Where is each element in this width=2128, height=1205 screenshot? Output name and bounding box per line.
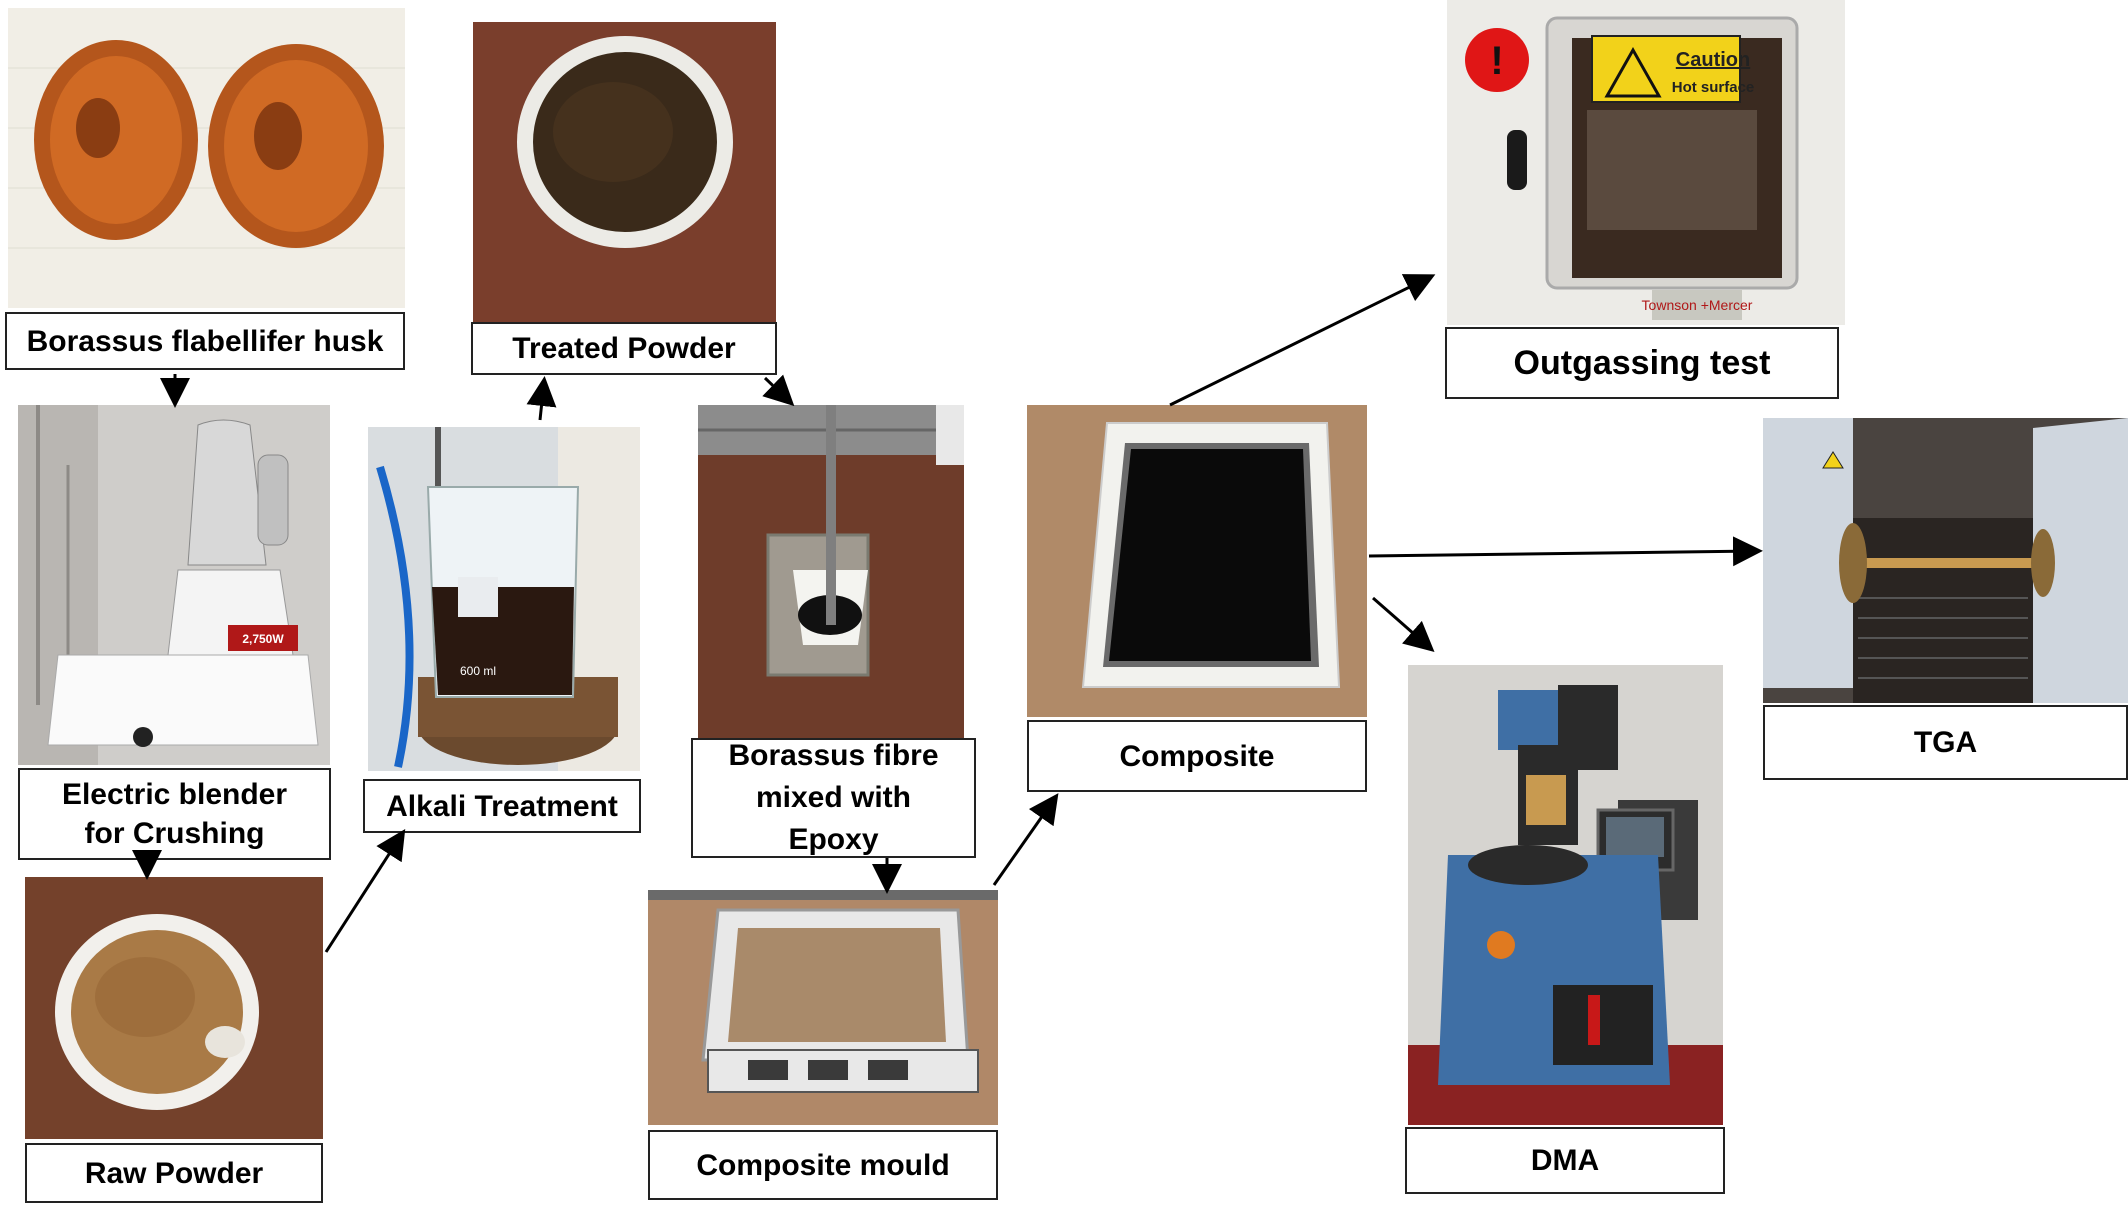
composite-photo [1027, 405, 1367, 717]
arrow-treated-to-mix [762, 374, 795, 407]
dma-label: DMA [1405, 1127, 1725, 1194]
raw-powder-label: Raw Powder [25, 1143, 323, 1203]
blender-photo: 2,750W [18, 405, 330, 765]
raw-powder-photo [25, 877, 323, 1139]
blender-badge-text: 2,750W [242, 632, 284, 646]
brand-text: Townson +Mercer [1642, 297, 1753, 313]
arrow-raw-to-alkali [324, 828, 406, 953]
composite-label: Composite [1027, 720, 1367, 792]
tga-photo [1763, 418, 2128, 703]
outgassing-photo: ! Caution Hot surface Townson +Mercer [1447, 0, 1845, 325]
composite-mould-photo [648, 890, 998, 1125]
blender-label: Electric blender for Crushing [18, 768, 331, 860]
caution-sign-text: Caution [1676, 49, 1750, 71]
arrow-alkali-to-treated [526, 376, 557, 421]
alkali-label: Alkali Treatment [363, 779, 641, 833]
alkali-photo: 600 ml [368, 427, 640, 771]
arrow-mould-to-composite [992, 793, 1059, 886]
hot-surface-text: Hot surface [1672, 79, 1755, 96]
treated-powder-photo [473, 22, 776, 322]
svg-text:!: ! [1490, 39, 1503, 83]
outgassing-label: Outgassing test [1445, 327, 1839, 399]
treated-powder-label: Treated Powder [471, 322, 777, 375]
husk-label: Borassus flabellifer husk [5, 312, 405, 370]
composite-mould-label: Composite mould [648, 1130, 998, 1200]
husk-photo [8, 8, 405, 308]
epoxy-mix-label: Borassus fibre mixed with Epoxy [691, 738, 976, 858]
arrow-composite-to-dma [1372, 596, 1435, 652]
epoxy-mix-photo [698, 405, 964, 740]
arrow-composite-to-tga [1368, 536, 1763, 567]
tga-label: TGA [1763, 705, 2128, 780]
arrow-composite-to-outgassing [1169, 274, 1436, 407]
dma-photo [1408, 665, 1723, 1125]
beaker-volume-text: 600 ml [460, 664, 496, 678]
